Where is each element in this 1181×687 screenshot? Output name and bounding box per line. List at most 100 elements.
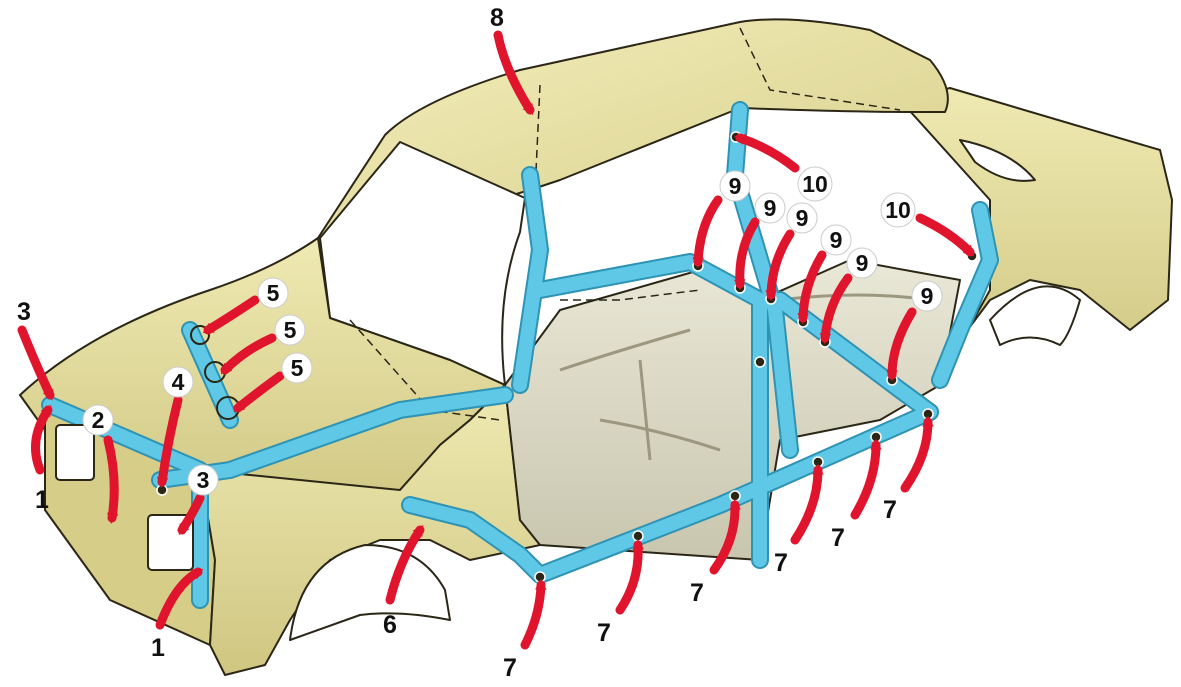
callout-arrowhead-c5c — [233, 400, 246, 412]
callout-label-c9d: 9 — [820, 224, 852, 256]
callout-number-c9d: 9 — [830, 227, 843, 253]
callout-number-c9f: 9 — [921, 283, 934, 309]
callout-number-c7a: 7 — [503, 654, 517, 682]
callout-number-c4: 4 — [172, 369, 185, 395]
callout-arrowhead-c9b — [733, 279, 746, 290]
callout-label-c7d: 7 — [774, 549, 788, 577]
callout-arrow-c2 — [103, 435, 119, 523]
callout-arrowhead-c7b — [632, 539, 645, 550]
callout-arrowhead-c7f — [922, 416, 934, 427]
callout-number-c7e: 7 — [831, 524, 845, 552]
callout-label-c5c: 5 — [281, 352, 313, 384]
callout-arrowhead-c9d — [797, 313, 809, 324]
callout-badge-c9a — [719, 170, 751, 202]
callout-arrowhead-c3a — [42, 388, 54, 401]
callout-number-c10a: 10 — [802, 171, 828, 197]
callout-label-c9c: 9 — [786, 202, 818, 234]
callout-number-c10b: 10 — [885, 197, 911, 223]
callout-arrow-c7c — [709, 500, 740, 575]
callout-arrow-c1a — [31, 405, 53, 475]
callout-badge-c4 — [162, 366, 194, 398]
callout-label-c7b: 7 — [597, 619, 611, 647]
front-wheel-arch — [289, 544, 451, 641]
callout-badge-c5b — [274, 314, 306, 346]
rear-window — [959, 139, 1036, 182]
callout-arrow-c8 — [493, 30, 535, 115]
callout-label-c9b: 9 — [754, 192, 786, 224]
callout-number-c5b: 5 — [284, 317, 297, 343]
callout-arrowhead-c1a — [40, 405, 52, 417]
callout-number-c5c: 5 — [291, 355, 304, 381]
callout-badge-c2 — [82, 404, 114, 436]
callout-arrow-c1b — [155, 567, 203, 630]
callout-arrow-c4 — [157, 395, 183, 487]
callout-arrowhead-c1b — [191, 569, 204, 580]
callout-arrowhead-c5a — [202, 322, 215, 334]
callout-arrow-c10b — [915, 213, 975, 257]
callout-number-c9b: 9 — [764, 195, 777, 221]
callout-badge-c9b — [754, 192, 786, 224]
callout-arrow-c9b — [735, 217, 760, 289]
callout-arrow-c5b — [220, 333, 277, 375]
callout-label-c2: 2 — [82, 404, 114, 436]
callout-badge-c9f — [911, 280, 943, 312]
callout-badge-c10b — [880, 192, 916, 228]
callout-badge-c5c — [281, 352, 313, 384]
callout-label-c1a: 1 — [35, 486, 49, 514]
callout-label-c7a: 7 — [503, 654, 517, 682]
callout-label-c4: 4 — [162, 366, 194, 398]
callout-arrow-c7e — [850, 440, 881, 520]
callout-number-c3a: 3 — [17, 298, 31, 326]
callout-label-c10a: 10 — [797, 166, 833, 202]
callout-arrow-c9a — [693, 195, 723, 267]
callout-number-c9c: 9 — [796, 205, 809, 231]
callout-number-c7c: 7 — [690, 579, 704, 607]
callout-arrow-c7f — [900, 417, 933, 493]
callout-number-c2: 2 — [92, 407, 105, 433]
callout-arrowhead-c7a — [535, 579, 547, 590]
callout-label-c3b: 3 — [187, 464, 219, 496]
callout-label-c7f: 7 — [883, 496, 897, 524]
callout-number-c1a: 1 — [35, 486, 49, 514]
callout-badge-c9c — [786, 202, 818, 234]
callout-badge-c3b — [187, 464, 219, 496]
callout-arrowhead-c5b — [220, 362, 233, 375]
callout-arrowhead-c7c — [729, 499, 741, 510]
callout-label-c1b: 1 — [151, 634, 165, 662]
callout-number-c9e: 9 — [856, 250, 869, 276]
callout-arrowhead-c9c — [765, 290, 777, 301]
callout-label-c9e: 9 — [846, 247, 878, 279]
callout-arrow-c7d — [790, 465, 823, 545]
callout-arrowhead-c9e — [819, 332, 832, 344]
callout-arrowhead-c3b — [178, 523, 190, 535]
callout-number-c7d: 7 — [774, 549, 788, 577]
callout-badge-c9e — [846, 247, 878, 279]
rear-wheel-arch — [989, 285, 1081, 346]
callout-label-c7e: 7 — [831, 524, 845, 552]
callout-label-c8: 8 — [490, 4, 504, 32]
callout-arrow-c7a — [520, 580, 546, 650]
callout-arrows — [17, 30, 975, 650]
callout-arrow-c9f — [887, 307, 917, 380]
callout-arrowhead-c10b — [962, 244, 975, 257]
callout-arrowhead-c7d — [812, 464, 824, 475]
callout-arrow-c6 — [385, 525, 425, 605]
callout-arrowhead-c9a — [692, 257, 704, 268]
callout-arrowhead-c7e — [870, 439, 882, 450]
callout-number-c9a: 9 — [729, 173, 742, 199]
headlight-left — [55, 424, 95, 481]
callout-arrowhead-c2 — [107, 512, 119, 524]
callout-arrow-c9e — [820, 273, 853, 343]
callout-badge-c5a — [257, 277, 289, 309]
callout-arrow-c3a — [17, 325, 55, 400]
callout-arrowhead-c9f — [886, 370, 898, 381]
callout-label-c10b: 10 — [880, 192, 916, 228]
callout-number-c1b: 1 — [151, 634, 165, 662]
callout-arrowhead-c6 — [412, 525, 424, 537]
callout-number-c7b: 7 — [597, 619, 611, 647]
callout-label-c5b: 5 — [274, 314, 306, 346]
callout-number-c3b: 3 — [197, 467, 210, 493]
